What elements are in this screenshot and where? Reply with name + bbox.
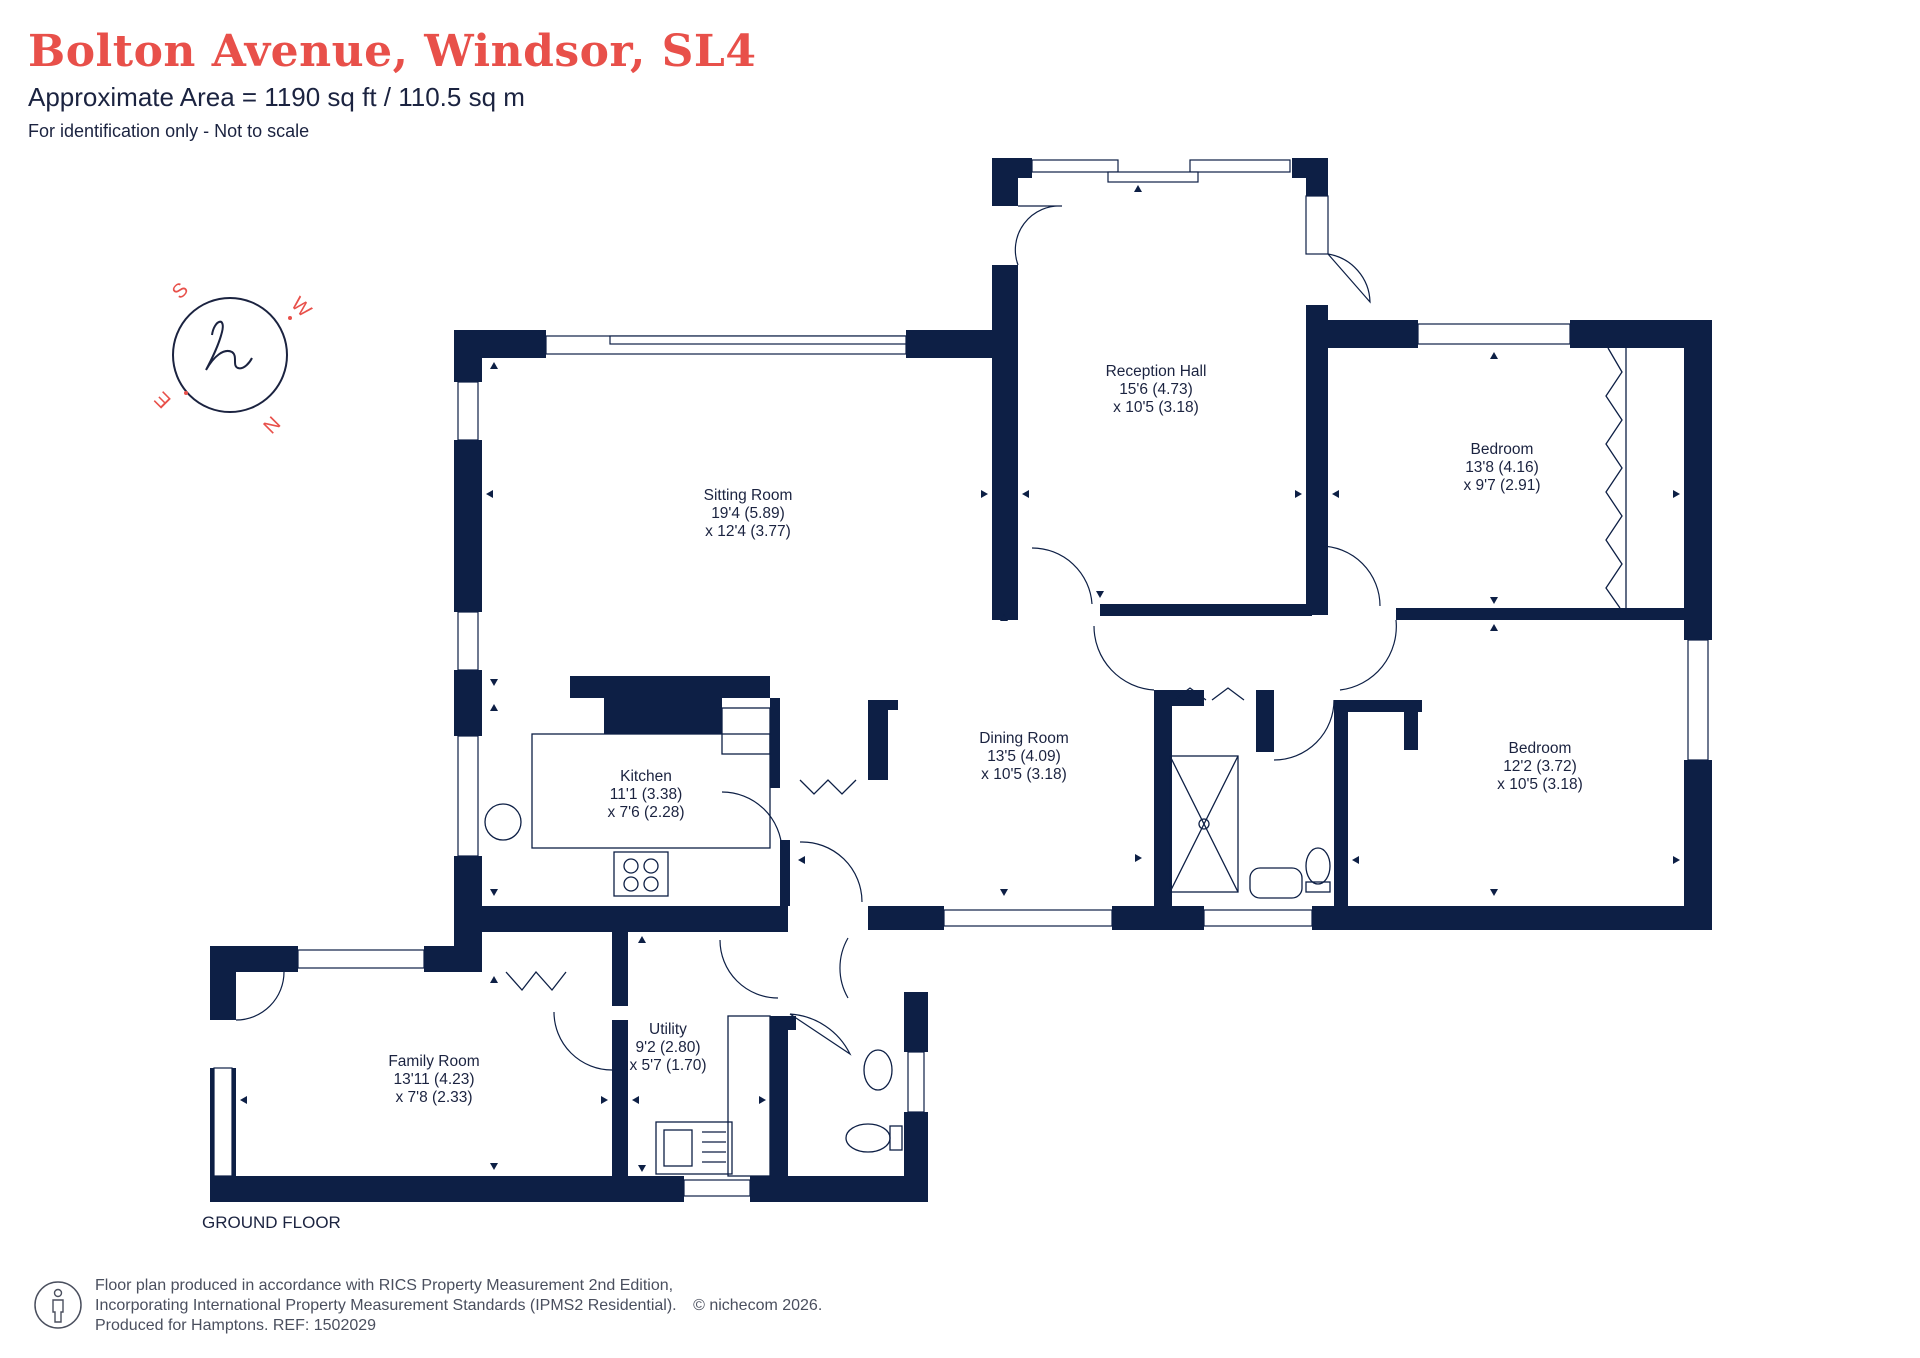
toilet-icon <box>1305 847 1331 885</box>
walls <box>210 158 1712 1202</box>
family-room-dim2: x 7'8 (2.33) <box>395 1089 472 1106</box>
footer-text: Floor plan produced in accordance with R… <box>95 1276 834 1336</box>
dining-room-name: Dining Room <box>979 730 1069 747</box>
bedroom-1-dim2: x 9'7 (2.91) <box>1463 477 1540 494</box>
reception-hall-dim1: 15'6 (4.73) <box>1119 381 1193 398</box>
dining-room-dim2: x 10'5 (3.18) <box>981 766 1067 783</box>
door-swing <box>553 1011 613 1071</box>
bedroom-2-dim1: 12'2 (3.72) <box>1503 758 1577 775</box>
footer-copyright: © nichecom 2026. <box>693 1297 823 1314</box>
sitting-room-dim2: x 12'4 (3.77) <box>705 523 791 540</box>
family-room-name: Family Room <box>388 1053 479 1070</box>
bedroom-1-name: Bedroom <box>1471 441 1534 458</box>
compass-letter-s: S <box>168 279 193 304</box>
fittings <box>484 347 1627 1177</box>
kitchen-dim1: 11'1 (3.38) <box>610 786 682 803</box>
bedroom-2-dim2: x 10'5 (3.18) <box>1497 776 1583 793</box>
utility-sink-icon <box>655 1121 733 1175</box>
kitchen-cupboard <box>721 707 771 755</box>
door-swing <box>235 971 285 1021</box>
sitting-room-name: Sitting Room <box>704 487 793 504</box>
dimension-arrows <box>240 185 1680 1172</box>
reception-hall-name: Reception Hall <box>1106 363 1207 380</box>
footer-line-2: Incorporating International Property Mea… <box>95 1296 834 1316</box>
person-scale-icon <box>34 1281 82 1329</box>
door-swing <box>1093 625 1155 691</box>
bedroom-2-name: Bedroom <box>1509 740 1572 757</box>
door-swing <box>799 841 863 903</box>
bedroom-1-dim1: 13'8 (4.16) <box>1465 459 1539 476</box>
door-swing <box>1319 545 1381 607</box>
compass-ring <box>172 297 288 413</box>
kitchen-dim2: x 7'6 (2.28) <box>607 804 684 821</box>
identification-note: For identification only - Not to scale <box>28 121 310 141</box>
footer-line-3: Produced for Hamptons. REF: 1502029 <box>95 1317 377 1334</box>
door-swing <box>1014 205 1063 266</box>
wc-toilet-icon <box>845 1123 891 1153</box>
door-swing <box>1273 699 1335 761</box>
approximate-area: Approximate Area = 1190 sq ft / 110.5 sq… <box>28 82 525 112</box>
kitchen-counter <box>531 733 771 849</box>
wc-basin-icon <box>863 1049 893 1091</box>
kitchen-name: Kitchen <box>620 768 672 785</box>
door-swing <box>789 1013 852 1056</box>
door-swing <box>1031 547 1093 605</box>
compass-letter-e: E <box>151 387 176 412</box>
compass-dot-e <box>184 391 188 395</box>
door-swing <box>721 791 783 851</box>
compass-dot-w <box>288 316 292 320</box>
sitting-room-dim1: 19'4 (5.89) <box>711 505 785 522</box>
kitchen-sink-icon <box>484 803 522 841</box>
logo-h-glyph <box>205 320 253 371</box>
dining-room-dim1: 13'5 (4.09) <box>987 748 1061 765</box>
hob-icon <box>613 851 669 897</box>
wardrobe-icon <box>1605 347 1623 609</box>
compass-letter-n: N <box>258 411 284 437</box>
page-title: Bolton Avenue, Windsor, SL4 <box>28 26 757 77</box>
footer-line-1: Floor plan produced in accordance with R… <box>95 1277 674 1294</box>
reception-hall-dim2: x 10'5 (3.18) <box>1113 399 1199 416</box>
room-labels: Reception Hall 15'6 (4.73) x 10'5 (3.18)… <box>388 363 1582 1106</box>
compass-logo: S W N E <box>151 279 316 438</box>
shower-tray-icon <box>1169 755 1239 893</box>
utility-dim1: 9'2 (2.80) <box>636 1039 701 1056</box>
door-swing <box>839 937 849 999</box>
floor-label: GROUND FLOOR <box>202 1213 341 1232</box>
utility-dim2: x 5'7 (1.70) <box>629 1057 706 1074</box>
door-swing <box>1339 619 1397 691</box>
door-swings <box>235 205 1397 1071</box>
windows <box>213 159 1709 1197</box>
family-room-dim1: 13'11 (4.23) <box>393 1071 474 1088</box>
footer-line-2-text: Incorporating International Property Mea… <box>95 1297 677 1314</box>
basin-icon <box>1249 867 1303 899</box>
door-swing <box>1327 253 1371 304</box>
door-swing <box>719 939 779 999</box>
utility-name: Utility <box>649 1021 687 1038</box>
